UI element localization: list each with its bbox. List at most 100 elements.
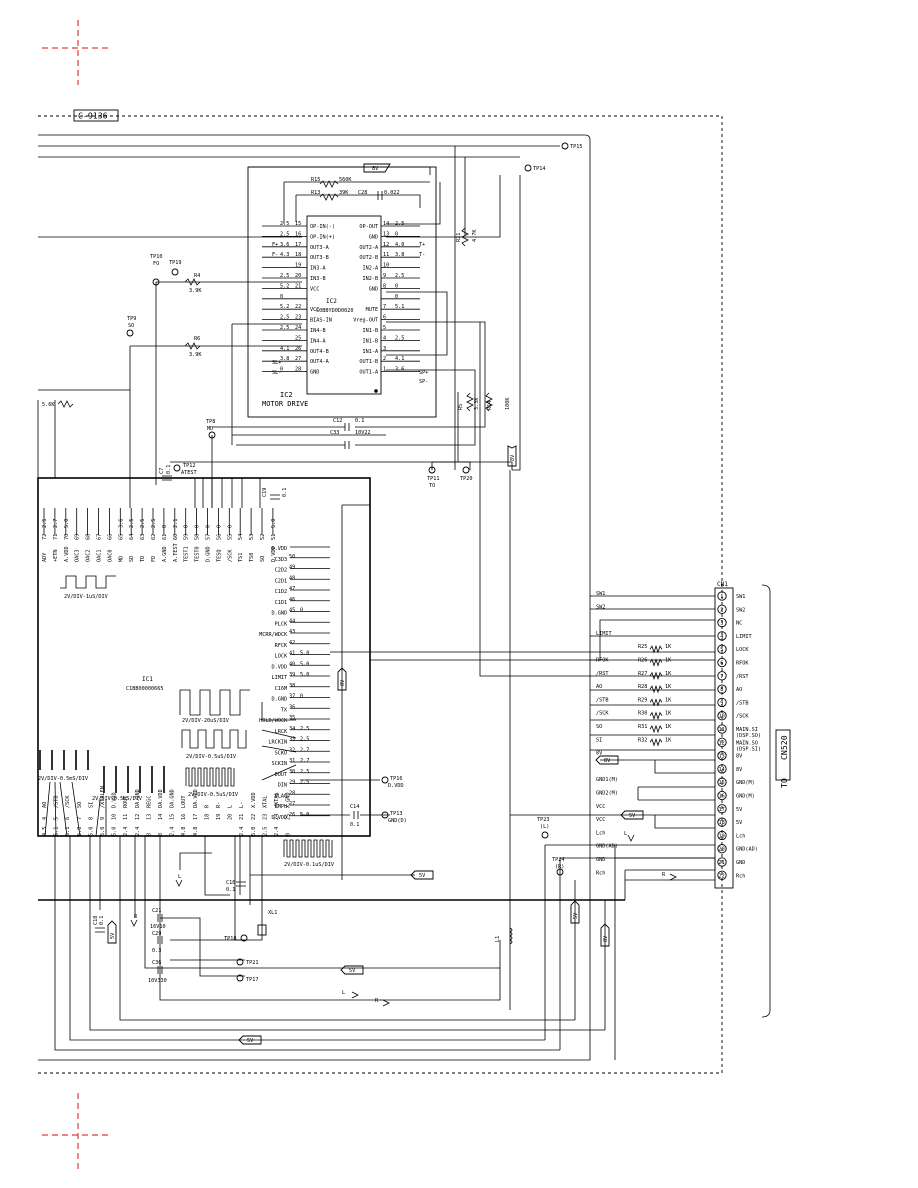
cn1-ref: CN1 [717, 581, 728, 588]
flag-5v-low: 5V [340, 965, 364, 975]
ic1-bottom-pin-number: 5 [54, 817, 60, 820]
c33-val: 10V22 [355, 430, 371, 436]
ic1-right-pin-signal: LIMIT [272, 675, 288, 681]
waveform-5-label: 2V/DIV-0.1uS/DIV [284, 862, 334, 868]
cn1-pin-circle [717, 697, 727, 708]
ic1-right-pin-signal: PLCK [275, 621, 288, 627]
cn1-pin-number: 13 [719, 754, 725, 760]
ic2-right-pin-voltage: 2.5 [395, 273, 404, 279]
ic2-right-pin-signal: GND [369, 234, 378, 240]
cn1-pin-signal-alt: (DSP.SO) [736, 733, 761, 739]
svg-text:TP14: TP14 [533, 166, 546, 172]
ic2-left-pin-signal: IN4-B [310, 328, 326, 334]
ic2-right-pin-signal: MUTE [366, 307, 379, 313]
cn1-pin-circle [717, 604, 727, 614]
cn1-pin-net: SW1 [596, 591, 605, 597]
svg-text:ATEST: ATEST [181, 470, 197, 476]
ic1-right-pin-signal: D.VDD [272, 815, 288, 821]
cn1-pin-net: GND(AD) [596, 844, 618, 850]
net-flags: 8V 8V 8V 8V 5V 5V 5V 5V 5V 8V 5V L R L R… [107, 163, 677, 1045]
c16-ref: C16 [226, 880, 235, 886]
ic1-right-pin-signal: D.VDD [272, 664, 288, 670]
ic2-right-pin-number: 13 [383, 231, 389, 237]
svg-text:8V: 8V [372, 166, 378, 172]
c14-val: 0.1 [350, 822, 359, 828]
cn1-pin-circle [717, 617, 727, 628]
arrow-r-cn: R [662, 872, 677, 881]
ic1-bottom-pin-voltage: 5.1 [54, 827, 60, 836]
cn1-pin-circle [717, 644, 727, 654]
c18-ref: C18 [93, 916, 99, 925]
ic1-bottom-pin-number: 25 [286, 814, 292, 820]
ic2-right-pin-number: 5 [383, 325, 386, 331]
ic2-right-pin-number: 4 [383, 335, 386, 341]
c7-ref: C7 [159, 468, 165, 474]
svg-text:8V: 8V [603, 936, 609, 942]
ic1-bottom-pin-signal: ROUT [123, 796, 129, 809]
cn1-pin-net: 8V [596, 751, 602, 757]
ic2-left-pin-signal: OUT4-A [310, 359, 330, 365]
svg-text:TP12: TP12 [183, 463, 196, 469]
r5-val: 3.3K [474, 397, 480, 410]
svg-text:TP23: TP23 [537, 817, 550, 823]
ic1-bottom-pin-signal: /XTALEN [100, 786, 106, 808]
ic1-right-pin-number: 36 [289, 704, 295, 710]
svg-text:TP17: TP17 [246, 977, 259, 983]
cn1-series-resistor-value: 1K [665, 671, 672, 677]
ic1-top-pin-voltage: 2.5 [42, 519, 48, 528]
ic1-bottom-pin-number: 21 [239, 814, 245, 820]
ic1-top-pin-number: 51 [271, 534, 277, 540]
cn1-series-resistor-value: 1K [665, 697, 672, 703]
ic1-top-pin-signal: OAC0 [107, 550, 113, 563]
ic1-top-pin-signal: TEST1 [184, 546, 190, 562]
cn1-pin-number: 16 [719, 794, 725, 800]
flag-8v-right: 8V [507, 445, 517, 467]
cn1-series-resistor [649, 671, 663, 681]
r14-ref: R14 [487, 401, 493, 410]
ic1-top-pin-number: 59 [184, 534, 190, 540]
ic1-top-pin-number: 54 [238, 534, 244, 540]
tp18: TP18 [224, 934, 248, 942]
ic2-right-pin-signal: OUT2-B [359, 255, 378, 261]
cn1-pin-signal: LOCK [736, 647, 749, 653]
cn1-series-resistor [649, 684, 663, 694]
cn1-pin-number: 12 [719, 740, 725, 746]
ic1-right-pin-signal: MCRR/WDCK [259, 632, 288, 638]
ic1-right-pin-number: 26 [289, 812, 295, 818]
ic1-right-pin-voltage: 2.7 [300, 747, 309, 753]
cn1-series-resistor [649, 724, 663, 734]
cn1-pin-net: VCC [596, 817, 605, 823]
ic1-right-pin-signal: RFCK [275, 643, 288, 649]
c18-val: 0.1 [99, 916, 105, 925]
r15-ref: R15 [311, 177, 320, 183]
c12-val: 0.1 [355, 418, 364, 424]
ic1-bottom-pin-voltage: 2.4 [123, 827, 129, 836]
cn1-pin-number: 20 [719, 847, 725, 853]
ic1-top-pin-number: 71 [53, 534, 59, 540]
ic1-right-pin-number: 44 [289, 618, 295, 624]
ic2-right-pin-number: 12 [383, 242, 389, 248]
ic1-right-pin-signal: C2D1 [275, 578, 288, 584]
flag-5v-vert-a: 5V [570, 900, 580, 924]
cn1-pin-circle [717, 657, 727, 668]
ic2-left-pin-voltage: 2.5 [280, 273, 289, 279]
ic1-right-pin-signal: HOLD/WOCK [259, 718, 288, 724]
svg-text:5V: 5V [110, 933, 116, 939]
ic1-bottom-pin-voltage: 5.0 [100, 827, 106, 836]
ic1-top-pin-number: 69 [75, 534, 81, 540]
ic1-top-pin-signal: FD [151, 556, 157, 562]
cn1-pin-signal: GND(M) [736, 780, 755, 786]
cn1-pin-net: GND2(M) [596, 791, 618, 797]
arrow-r-bottom: R [375, 998, 390, 1007]
svg-text:TP8: TP8 [206, 419, 215, 425]
c19-val: 0.1 [282, 488, 288, 497]
cn1-series-resistor-ref: R27 [638, 671, 647, 677]
cn1-pin-circle [717, 737, 727, 747]
cn1-pin-net: /RST [596, 671, 609, 677]
cn1-pin-net: Lch [596, 830, 605, 836]
ic1-bottom-pin-voltage: 5.0 [112, 827, 118, 836]
ic1-top-pin-signal: ADY [42, 552, 48, 562]
ic1-bottom-pin-voltage: 2.4 [274, 827, 280, 836]
